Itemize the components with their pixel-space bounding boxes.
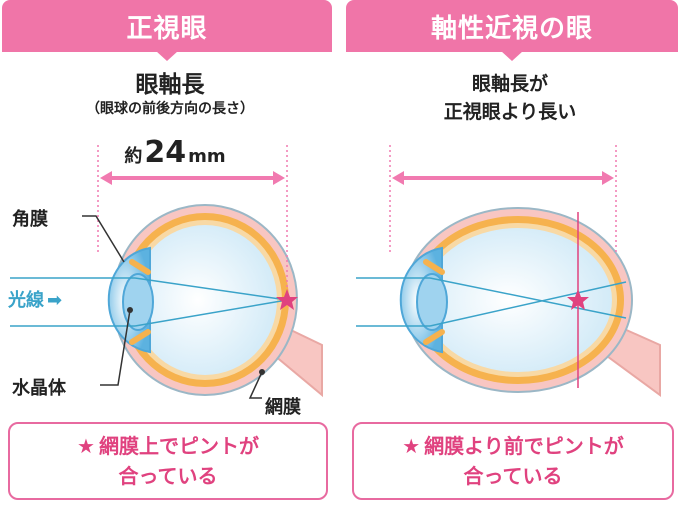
left-vitreous (133, 225, 277, 375)
right-iris-bottom (423, 329, 445, 345)
label-light: 光線➡ (8, 286, 62, 312)
lens-leader (100, 309, 131, 386)
right-header-label: 軸性近視の眼 (430, 13, 593, 44)
left-eye (10, 204, 323, 398)
cornea-leader (82, 215, 125, 263)
star-icon (276, 289, 298, 310)
label-retina: 網膜 (265, 397, 301, 418)
right-eye (356, 207, 661, 397)
right-arrow-icon: ➡ (47, 290, 63, 311)
label-cornea: 角膜 (12, 209, 48, 230)
measurement-prefix: 約 (124, 146, 143, 167)
left-iris-top (129, 259, 151, 275)
left-lens (122, 273, 154, 331)
left-arrow-head-right (273, 171, 285, 185)
left-ray-bottom-refracted (134, 299, 288, 327)
lens-leader-dot (127, 307, 133, 313)
left-iris-bottom (129, 329, 151, 345)
left-arrow-head-left (100, 171, 112, 185)
left-header-label: 正視眼 (126, 13, 208, 44)
axial-length-title: 眼軸長 (135, 72, 205, 98)
retina-leader-dot (259, 369, 265, 375)
label-lens: 水晶体 (12, 378, 66, 399)
left-result-line1: ★網膜上でピントが (77, 431, 259, 461)
right-iris-top (423, 259, 445, 275)
axial-length-subtitle: （眼球の前後方向の長さ） (86, 101, 254, 117)
right-result-line2: 合っている (463, 464, 563, 488)
label-light-text: 光線 (8, 290, 44, 311)
measurement-value: 24 (144, 135, 187, 170)
right-result-line1: ★網膜より前でピントが (402, 431, 624, 461)
right-vitreous (424, 228, 612, 372)
right-result-box: ★網膜より前でピントが 合っている (352, 422, 674, 500)
left-result-text1: 網膜上でピントが (98, 434, 259, 458)
left-result-box: ★網膜上でピントが 合っている (8, 422, 328, 500)
right-ray-bottom-refracted (429, 281, 627, 327)
star-icon (567, 289, 589, 310)
right-caption-line2: 正視眼より長い (443, 101, 577, 123)
right-ray-top-refracted (429, 277, 627, 319)
measurement-unit: mm (188, 146, 226, 167)
right-header: 軸性近視の眼 (346, 0, 678, 61)
star-icon: ★ (77, 434, 95, 458)
left-ray-top-refracted (134, 277, 288, 301)
right-arrow-head-right (602, 171, 614, 185)
star-icon: ★ (402, 434, 421, 458)
left-result-line2: 合っている (118, 464, 218, 488)
retina-leader (248, 371, 263, 399)
right-lens (416, 273, 448, 331)
right-arrow-head-left (392, 171, 404, 185)
right-caption: 眼軸長が 正視眼より長い (360, 70, 660, 126)
right-caption-line1: 眼軸長が (471, 73, 548, 95)
right-result-text1: 網膜より前でピントが (424, 434, 624, 458)
left-header: 正視眼 (2, 0, 332, 61)
